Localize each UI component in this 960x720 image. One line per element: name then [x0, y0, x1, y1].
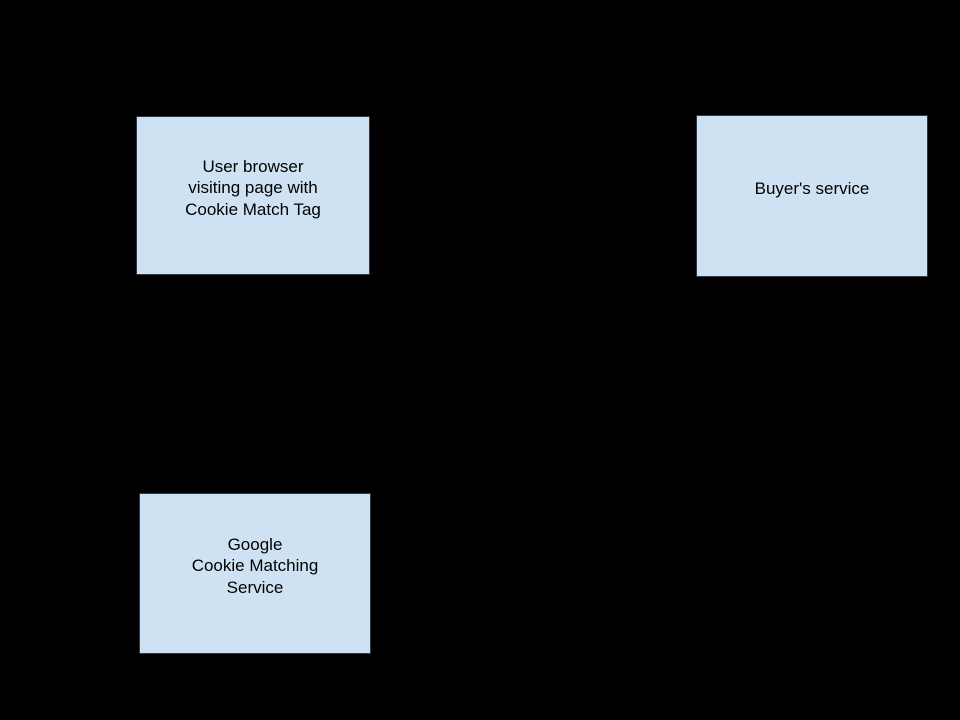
diagram-node-google-cookie-matching-service: Google Cookie Matching Service [139, 493, 371, 654]
diagram-node-buyers-service: Buyer's service [696, 115, 928, 277]
diagram-node-user-browser: User browser visiting page with Cookie M… [136, 116, 370, 275]
node-label-buyers-service: Buyer's service [754, 178, 870, 198]
node-label-user-browser: User browser visiting page with Cookie M… [185, 156, 321, 219]
node-label-google-cookie-matching-service: Google Cookie Matching Service [191, 534, 319, 597]
